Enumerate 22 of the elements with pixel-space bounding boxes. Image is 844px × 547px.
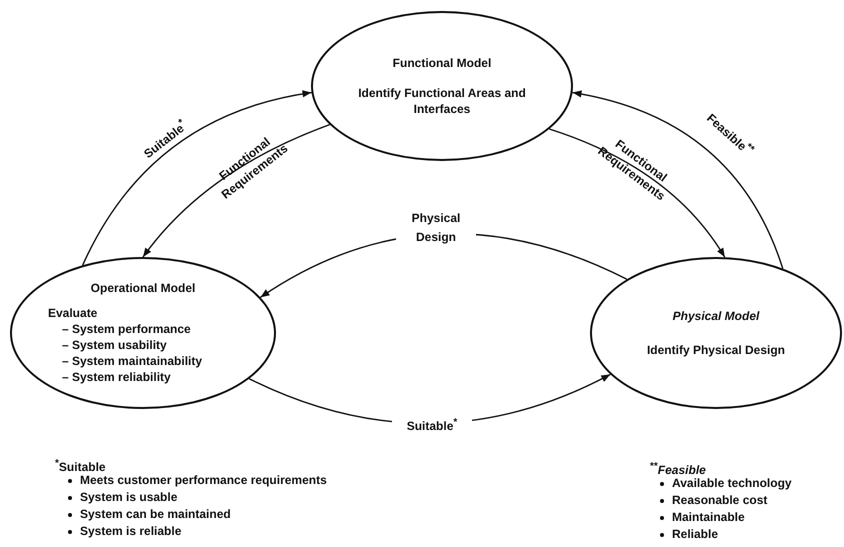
node-title: Operational Model [90,280,196,297]
footnote-item: System is usable [80,489,178,506]
footnote-item: Reliable [672,526,718,543]
node-text: – System usability [61,337,168,354]
node-text: Identify Functional Areas and Interfaces [357,84,527,118]
footnote-item: System is reliable [80,523,182,540]
footnote-item: Available technology [672,475,792,492]
footnote-item: Maintainable [672,509,745,526]
curved-arrow [549,128,726,258]
footnote-heading: $^{**}$Feasible [650,460,706,478]
node-text: – System performance [61,320,192,337]
footnote-item: System can be maintained [80,506,231,523]
curved-arrow [142,124,330,258]
node-text: – System maintainability [61,353,204,370]
footnote-item: Reasonable cost [672,492,768,509]
node-text: Identify Physical Design [646,342,786,358]
node-text: Evaluate [48,304,98,321]
curved-arrow [82,90,312,266]
node-title: Functional Model [392,54,492,71]
curved-arrow [572,90,784,269]
node-text: – System reliability [61,369,172,386]
node-title: Physical Model [672,308,760,324]
